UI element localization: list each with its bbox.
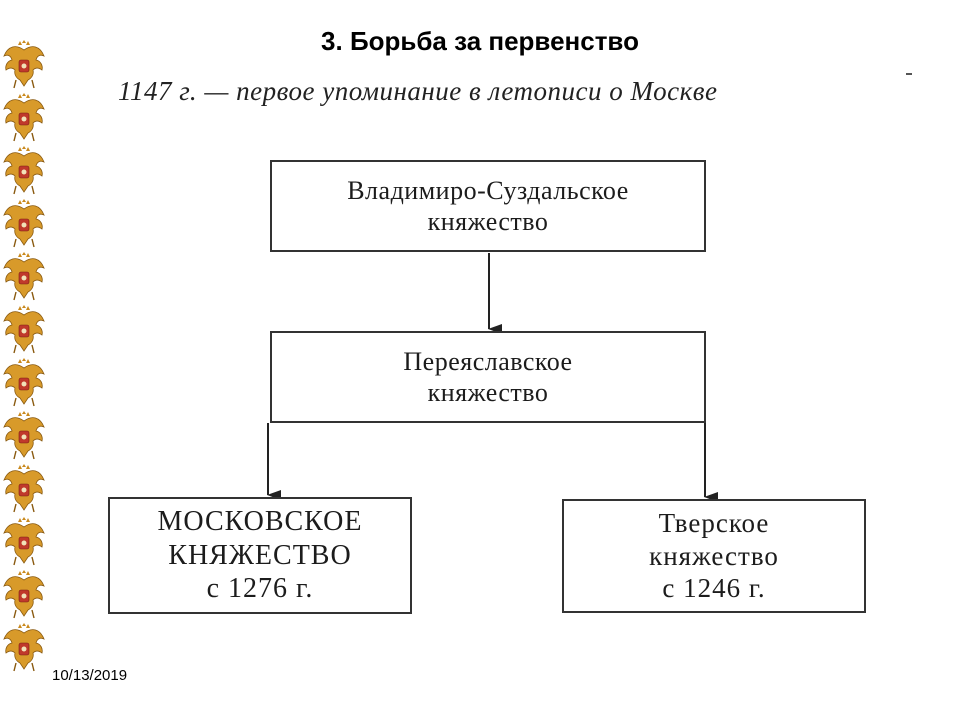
double-headed-eagle-icon <box>3 146 45 195</box>
double-headed-eagle-icon <box>3 464 45 513</box>
double-headed-eagle-icon <box>3 199 45 248</box>
node-label-line: княжество <box>427 207 549 236</box>
double-headed-eagle-icon <box>3 411 45 460</box>
double-headed-eagle-icon <box>3 517 45 566</box>
slide-title: 3. Борьба за первенство <box>321 26 639 56</box>
double-headed-eagle-icon <box>3 40 45 89</box>
double-headed-eagle-icon <box>3 93 45 142</box>
node-label-line: княжество <box>649 540 779 571</box>
node-moscow: МОСКОВСКОЕ КНЯЖЕСТВО с 1276 г. <box>108 497 412 614</box>
node-label-line: Тверское <box>658 508 770 539</box>
double-headed-eagle-icon <box>3 570 45 619</box>
node-tver: Тверское княжество с 1246 г. <box>562 499 866 613</box>
node-pereyaslavl: Переяславское княжество <box>270 331 706 423</box>
node-label-line: Владимиро-Суздальское <box>347 175 629 205</box>
slide-date: 10/13/2019 <box>52 667 128 684</box>
node-label-line: Переяславское <box>403 346 573 376</box>
node-label-line: княжество <box>427 378 549 407</box>
node-label-line: с 1246 г. <box>662 573 766 604</box>
node-vladimir-suzdal: Владимиро-Суздальское княжество <box>270 160 706 252</box>
scan-artifact <box>906 73 912 75</box>
double-headed-eagle-icon <box>3 252 45 301</box>
double-headed-eagle-icon <box>3 623 45 672</box>
emblem-column <box>0 40 50 680</box>
slide-subtitle: 1147 г. — первое упоминание в летописи о… <box>118 76 718 106</box>
node-label-line: КНЯЖЕСТВО <box>168 539 352 571</box>
node-label-line: МОСКОВСКОЕ <box>157 506 363 538</box>
double-headed-eagle-icon <box>3 358 45 407</box>
double-headed-eagle-icon <box>3 305 45 354</box>
node-label-line: с 1276 г. <box>206 573 314 605</box>
